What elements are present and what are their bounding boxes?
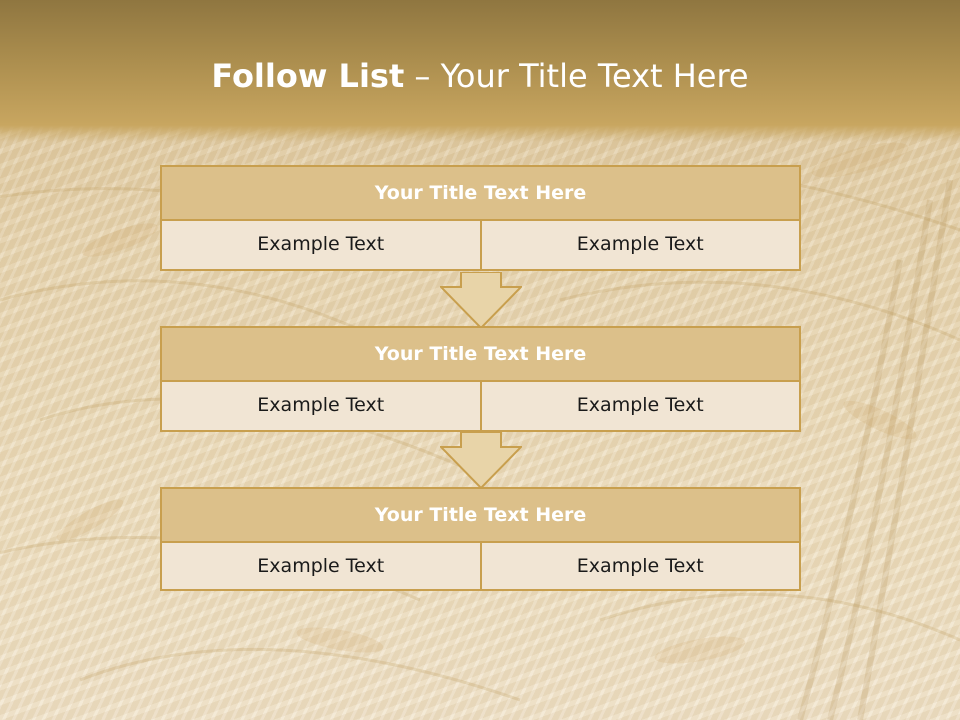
step-1-left-cell: Example Text xyxy=(257,233,385,255)
step-block-1: Your Title Text Here Example Text Exampl… xyxy=(160,165,801,271)
slide-title-rest: – Your Title Text Here xyxy=(404,57,749,95)
step-1-title: Your Title Text Here xyxy=(160,165,801,221)
slide-title: Follow List – Your Title Text Here xyxy=(0,52,960,100)
step-3-title: Your Title Text Here xyxy=(160,487,801,543)
step-2-left-cell: Example Text xyxy=(257,394,385,416)
slide-title-bold: Follow List xyxy=(211,57,405,95)
step-3-left-cell: Example Text xyxy=(257,555,385,577)
step-3-row: Example Text Example Text xyxy=(160,543,801,591)
title-band xyxy=(0,0,960,142)
step-2-right-cell: Example Text xyxy=(479,382,800,430)
step-2-row: Example Text Example Text xyxy=(160,382,801,432)
step-2-title: Your Title Text Here xyxy=(160,326,801,382)
step-block-2: Your Title Text Here Example Text Exampl… xyxy=(160,326,801,432)
step-1-right-cell: Example Text xyxy=(479,221,800,269)
down-arrow-icon xyxy=(440,432,522,490)
step-block-3: Your Title Text Here Example Text Exampl… xyxy=(160,487,801,591)
step-1-row: Example Text Example Text xyxy=(160,221,801,271)
step-3-right-cell: Example Text xyxy=(479,543,800,589)
down-arrow-icon xyxy=(440,272,522,330)
